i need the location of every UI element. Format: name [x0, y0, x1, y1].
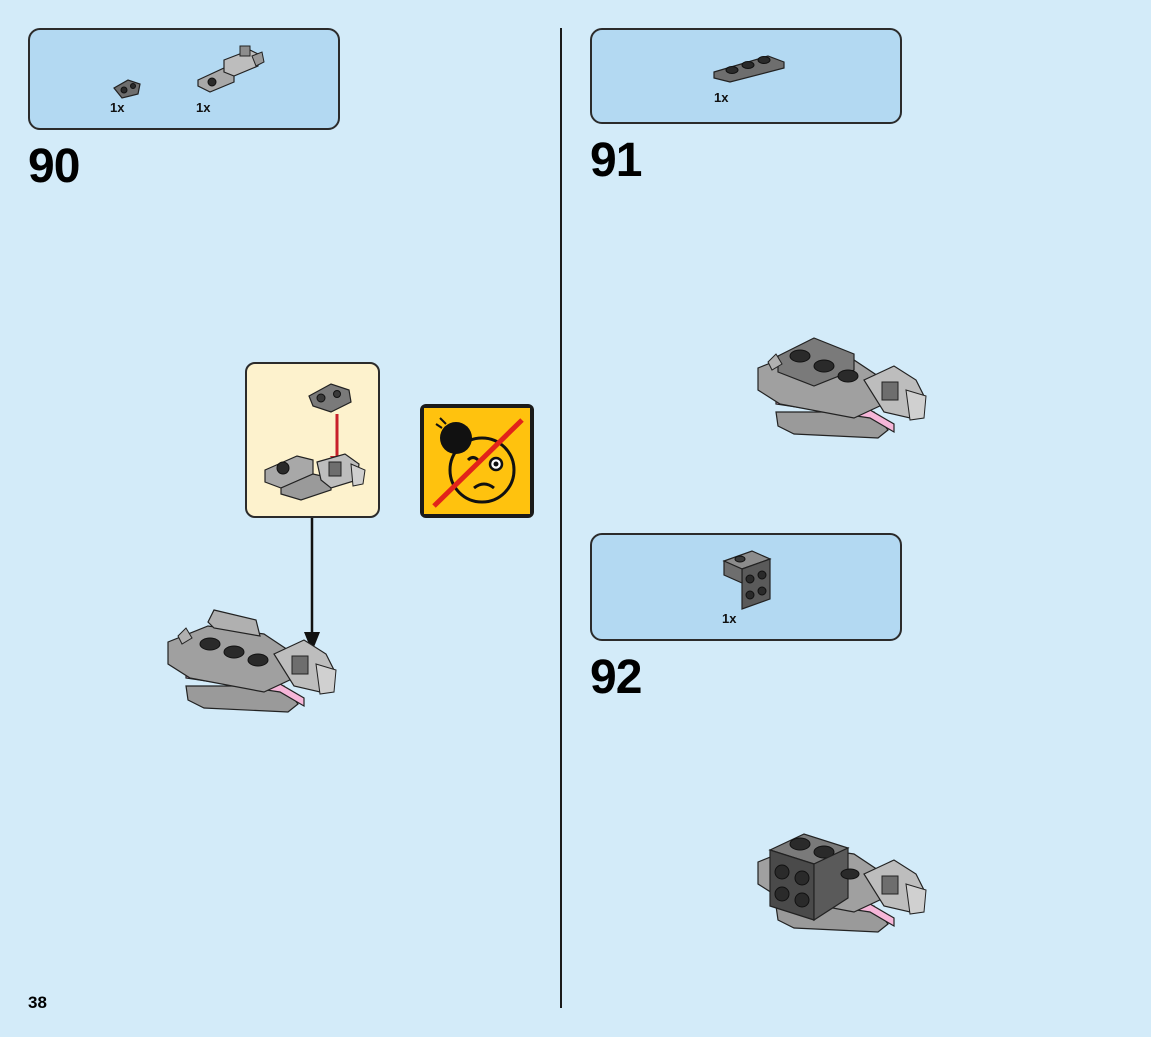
sub-assembly-icon — [194, 44, 274, 94]
part-qty: 1x — [110, 100, 124, 115]
part-qty: 1x — [722, 611, 736, 626]
part-qty: 1x — [196, 100, 210, 115]
no-small-ball-choking-hazard-icon — [424, 408, 530, 514]
page-number: 38 — [28, 993, 47, 1013]
page-divider — [560, 28, 562, 1008]
plate-1x3-icon — [710, 50, 790, 84]
sub-assembly-icon — [261, 444, 371, 504]
clip-plate-icon — [110, 72, 150, 102]
step-number-92: 92 — [590, 654, 641, 702]
parts-list-step-90: 1x 1x — [28, 28, 340, 130]
sub-assembly-callout — [245, 362, 380, 518]
parts-list-step-92: 1x — [590, 533, 902, 641]
step-number-91: 91 — [590, 137, 641, 185]
bracket-2x2-icon — [720, 547, 776, 611]
parts-list-step-91: 1x — [590, 28, 902, 124]
warning-sign — [420, 404, 534, 518]
model-assembly-step-90 — [164, 608, 344, 718]
model-assembly-step-91 — [754, 334, 934, 444]
model-assembly-step-92 — [754, 828, 934, 938]
part-qty: 1x — [714, 90, 728, 105]
step-number-90: 90 — [28, 143, 79, 191]
